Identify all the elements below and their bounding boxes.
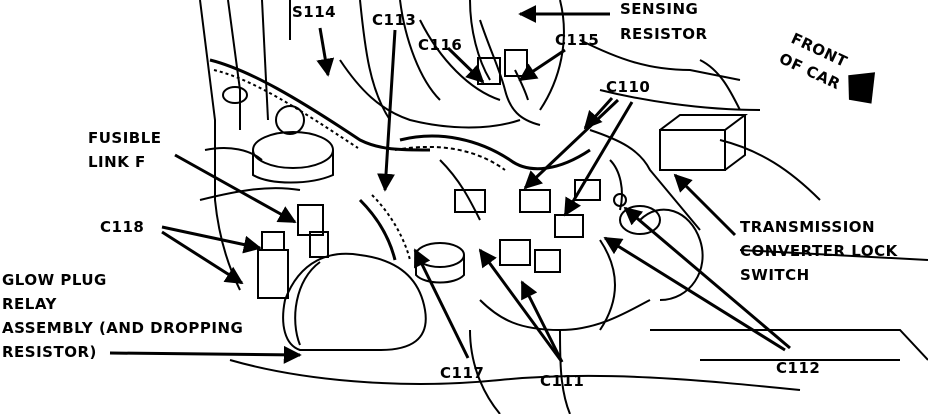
label-trans-1: TRANSMISSION	[740, 218, 875, 236]
c118-leader-2	[161, 230, 244, 285]
label-glow-2: RELAY	[2, 295, 58, 313]
label-c112: C112	[776, 359, 820, 377]
label-glow-3: ASSEMBLY (AND DROPPING	[2, 319, 243, 337]
label-sensing-1: SENSING	[620, 0, 698, 18]
label-glow-1: GLOW PLUG	[2, 271, 107, 289]
c110-leader-3	[563, 101, 634, 217]
label-c116: C116	[418, 36, 462, 54]
label-c113: C113	[372, 11, 416, 29]
label-fusible-1: FUSIBLE	[88, 129, 162, 147]
c110-leader-2	[523, 98, 620, 190]
label-fusible-2: LINK F	[88, 153, 146, 171]
c112-leader-1	[603, 236, 786, 352]
glow-plug-leader	[109, 345, 302, 364]
leader-lines	[109, 5, 791, 364]
front-of-car-arrow	[848, 72, 876, 104]
c113-leader	[377, 29, 397, 192]
fusible-link-leader	[174, 153, 297, 224]
label-s114: S114	[292, 3, 336, 21]
label-c115: C115	[555, 31, 599, 49]
label-trans-3: SWITCH	[740, 266, 810, 284]
callout-labels: S114 C113 SENSING RESISTOR C116 C115 FRO…	[2, 0, 899, 390]
c111-leader-2	[520, 280, 564, 363]
c116-leader	[446, 46, 485, 84]
label-sensing-2: RESISTOR	[620, 25, 708, 43]
label-c111: C111	[540, 372, 584, 390]
c115-leader	[518, 48, 566, 82]
label-trans-2: CONVERTER LOCK	[740, 242, 899, 260]
c112-leader-2	[623, 206, 791, 350]
label-c110: C110	[606, 78, 650, 96]
c110-leader-1	[583, 96, 614, 130]
s114-leader	[316, 27, 335, 77]
label-glow-4: RESISTOR)	[2, 343, 97, 361]
engine-illustration	[199, 0, 928, 414]
c118-leader-1	[161, 225, 262, 254]
label-c118: C118	[100, 218, 144, 236]
c111-leader-1	[478, 248, 564, 363]
trans-switch-leader	[673, 173, 737, 237]
c117-leader	[413, 248, 470, 359]
label-c117: C117	[440, 364, 484, 382]
